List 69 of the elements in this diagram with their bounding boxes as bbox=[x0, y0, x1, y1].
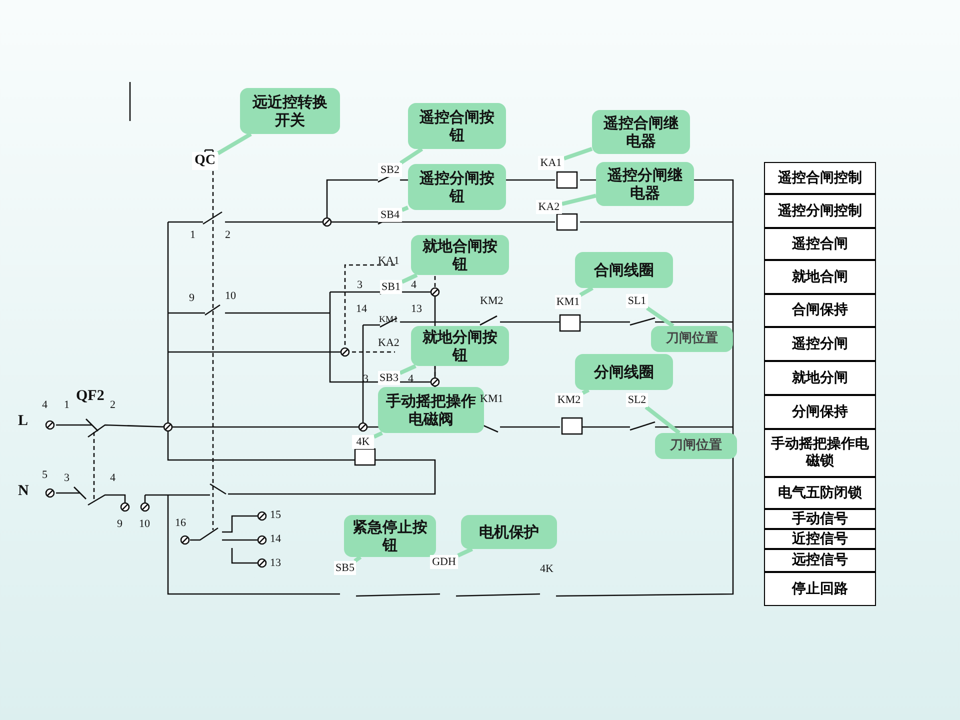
function-cell: 电气五防闭锁 bbox=[764, 477, 876, 509]
component-label: QC bbox=[192, 152, 218, 170]
callout-bubble: 遥控分闸继电器 bbox=[596, 162, 694, 206]
terminal-number: KA1 bbox=[378, 255, 400, 267]
terminal-name: L bbox=[18, 413, 28, 429]
callout-bubble: 遥控合闸继电器 bbox=[592, 110, 690, 154]
component-label: SL2 bbox=[626, 393, 648, 407]
terminal-number: KM2 bbox=[480, 295, 504, 307]
terminal-number: 10 bbox=[139, 518, 150, 530]
function-cell: 远控信号 bbox=[764, 549, 876, 572]
terminal-number: 4 bbox=[408, 373, 414, 385]
callout-bubble: 就地分闸按钮 bbox=[411, 326, 509, 366]
terminal-number: 14 bbox=[356, 303, 367, 315]
callout-bubble: 远近控转换开关 bbox=[240, 88, 340, 134]
function-cell: 近控信号 bbox=[764, 529, 876, 549]
callout-bubble: 刀闸位置 bbox=[655, 433, 737, 459]
callout-bubble: 遥控合闸按钮 bbox=[408, 103, 506, 149]
component-label: SB2 bbox=[378, 163, 402, 177]
terminal-name: N bbox=[18, 483, 29, 499]
function-cell: 遥控合闸控制 bbox=[764, 162, 876, 194]
callout-bubble: 合闸线圈 bbox=[575, 252, 673, 288]
component-label: SB4 bbox=[378, 208, 402, 222]
function-cell: 就地合闸 bbox=[764, 260, 876, 294]
component-label: SL1 bbox=[626, 294, 648, 308]
callout-bubble: 紧急停止按钮 bbox=[344, 515, 436, 557]
terminal-number: 9 bbox=[189, 292, 194, 304]
terminal-number: 1 bbox=[190, 229, 196, 241]
terminal-number: 3 bbox=[357, 279, 362, 291]
terminal-name: QF2 bbox=[76, 388, 104, 404]
callout-bubble: 电机保护 bbox=[461, 515, 557, 549]
terminal-number: 5 bbox=[42, 469, 48, 481]
component-label: KA2 bbox=[536, 200, 562, 214]
terminal-number: 9 bbox=[117, 518, 122, 530]
terminal-number: 14 bbox=[270, 533, 281, 545]
component-label: KA1 bbox=[538, 156, 564, 170]
terminal-number: 10 bbox=[225, 290, 236, 302]
function-cell: 分闸保持 bbox=[764, 395, 876, 429]
terminal-number: 4 bbox=[411, 279, 416, 291]
terminal-number: 4 bbox=[42, 399, 48, 411]
callout-bubble: 遥控分闸按钮 bbox=[408, 164, 506, 210]
component-label: SB1 bbox=[380, 280, 402, 294]
terminal-number: 15 bbox=[270, 509, 281, 521]
terminal-number: 4K bbox=[540, 563, 554, 575]
function-cell: 就地分闸 bbox=[764, 361, 876, 395]
function-cell: 停止回路 bbox=[764, 572, 876, 606]
function-cell: 手动信号 bbox=[764, 509, 876, 529]
component-label: 4K bbox=[352, 435, 374, 449]
terminal-number: 4 bbox=[110, 472, 116, 484]
component-label: KM2 bbox=[555, 393, 583, 407]
function-cell: 遥控分闸控制 bbox=[764, 194, 876, 228]
terminal-number: 16 bbox=[175, 517, 186, 529]
terminal-number: 1 bbox=[64, 399, 70, 411]
function-cell: 遥控合闸 bbox=[764, 228, 876, 260]
terminal-number: 13 bbox=[270, 557, 281, 569]
terminal-number: 2 bbox=[110, 399, 116, 411]
component-label: KM1 bbox=[555, 295, 581, 309]
terminal-number: KA2 bbox=[378, 337, 400, 349]
component-label: SB3 bbox=[378, 371, 400, 385]
function-cell: 遥控分闸 bbox=[764, 327, 876, 361]
function-cell: 合闸保持 bbox=[764, 294, 876, 327]
terminal-number: 3 bbox=[64, 472, 70, 484]
component-label: GDH bbox=[430, 555, 458, 569]
component-label: SB5 bbox=[334, 561, 356, 575]
terminal-number: 2 bbox=[225, 229, 230, 241]
callout-bubble: 刀闸位置 bbox=[651, 326, 733, 352]
callout-bubble: 就地合闸按钮 bbox=[411, 235, 509, 275]
callout-bubble: 分闸线圈 bbox=[575, 354, 673, 390]
function-cell: 手动摇把操作电磁锁 bbox=[764, 429, 876, 477]
terminal-number: 13 bbox=[411, 303, 422, 315]
